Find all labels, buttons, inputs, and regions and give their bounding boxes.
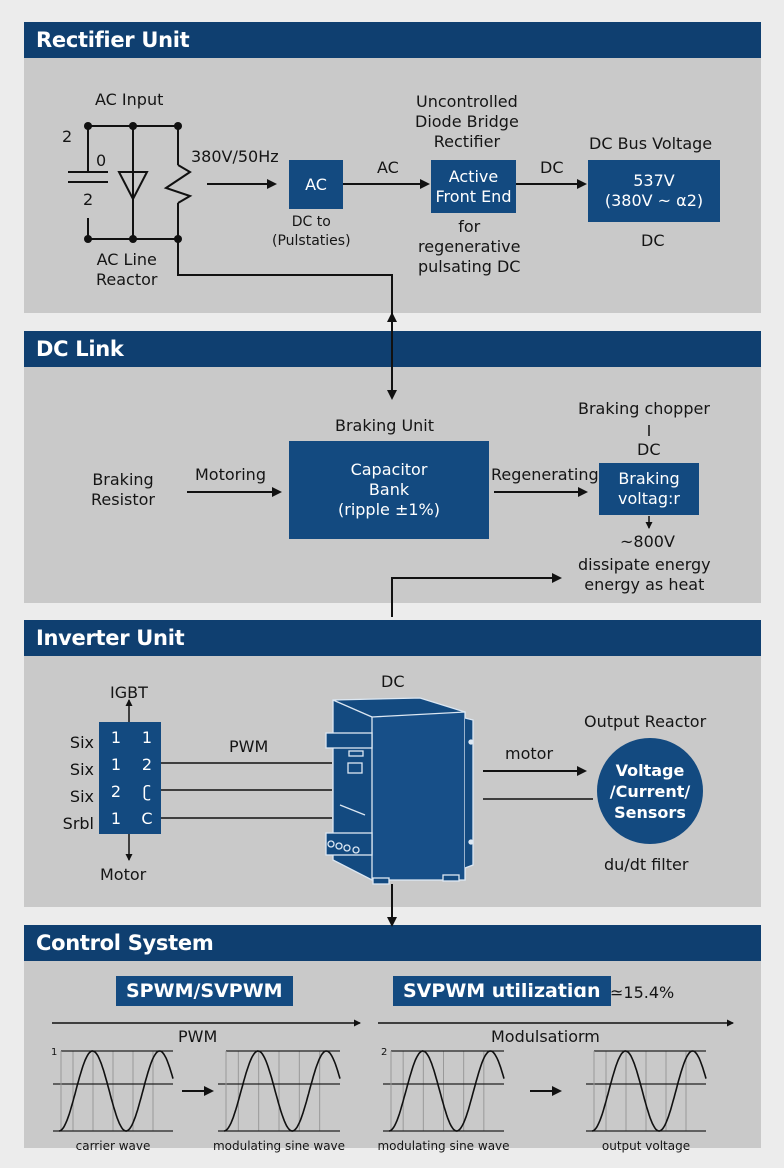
dc-arrow-label: DC (540, 158, 564, 177)
dissipate-label: dissipate energy energy as heat (578, 555, 711, 594)
control-section: Control System (24, 925, 761, 1148)
line-reactor-label: AC Line Reactor (96, 250, 158, 289)
dc-bus-title: DC Bus Voltage (589, 134, 713, 153)
drive-dc-label: DC (381, 672, 405, 691)
sine-wave (58, 1050, 174, 1132)
igbt-label: IGBT (110, 683, 148, 702)
plot-caption: output voltage (601, 1139, 691, 1153)
sine-wave (591, 1050, 707, 1132)
junction-dots (84, 122, 182, 243)
pwm-label: PWM (229, 737, 269, 756)
sensor-circle: Voltage /Current/ Sensors (597, 738, 703, 844)
diode-symbol (117, 171, 149, 202)
rectifier-header: Rectifier Unit (24, 22, 761, 58)
capacitor-bank-block: Capacitor Bank (ripple ±1%) (289, 441, 489, 539)
braking-chopper-label: Braking chopper (578, 399, 710, 418)
waveform-plot: 1 (51, 1047, 174, 1132)
plot-caption: modulating sine wave (377, 1139, 510, 1153)
inverter-header: Inverter Unit (24, 620, 761, 656)
control-header: Control System (24, 925, 761, 961)
drive-cabinet-icon (325, 697, 474, 885)
plot-y-tick: 2 (381, 1047, 387, 1058)
plot-y-tick: 1 (51, 1047, 57, 1058)
waveform-plot (586, 1050, 707, 1132)
chopper-dc-label: DC (637, 440, 661, 459)
igbt-row-labels: Six Six Six Srbl (62, 733, 94, 833)
active-front-end-block: Active Front End (431, 160, 516, 213)
waveform-plot: 2 (381, 1047, 505, 1132)
afe-caption: for regenerative pulsating DC (418, 217, 521, 276)
utilization-value: ≃15.4% (610, 983, 675, 1002)
sine-wave (223, 1050, 341, 1132)
waveform-plot (218, 1050, 341, 1132)
cap-label-bot: 2 (83, 190, 94, 209)
output-reactor-label: Output Reactor (584, 712, 707, 731)
ac-block: AC (289, 160, 343, 209)
spwm-svpwm-label: SPWM/SVPWM (116, 976, 293, 1006)
svpwm-utilization-label: SVPWM utilizatiɑn (393, 976, 611, 1006)
regenerating-label: Regenerating (491, 465, 599, 484)
pwm-flow-label: PWM (178, 1027, 218, 1046)
cap-label-top: 2 (62, 127, 73, 146)
plot-caption: modulating sine wave (212, 1139, 346, 1153)
braking-voltage-block: Braking voltag:r (599, 463, 699, 515)
motor-arrow-label: motor (505, 744, 554, 763)
afe-title: Uncontrolled Diode Bridge Rectifier (415, 92, 519, 151)
ac-arrow-label: AC (377, 158, 399, 177)
braking-voltage-value: ~800V (620, 532, 675, 551)
ac-block-caption: DC to (Pulstaties) (272, 214, 351, 249)
braking-resistor-label: Braking Resistor (91, 470, 155, 509)
du-dt-filter-label: du/dt filter (604, 855, 689, 874)
voltage-input-label: 380V/50Hz (191, 147, 279, 166)
sine-wave (388, 1050, 505, 1132)
plot-caption: carrier wave (75, 1139, 151, 1153)
braking-unit-label: Braking Unit (335, 416, 435, 435)
arrow-dissipate (391, 573, 562, 617)
ac-input-label: AC Input (95, 90, 164, 109)
dc-bus-voltage-block: 537V (380V ~ α2) (588, 160, 720, 222)
motor-label: Motor (100, 865, 147, 884)
cap-label-mid: 0 (96, 151, 107, 170)
dc-bus-caption: DC (641, 231, 665, 250)
motoring-label: Motoring (195, 465, 266, 484)
modulation-flow-label: Modulsatiorm (491, 1027, 600, 1046)
